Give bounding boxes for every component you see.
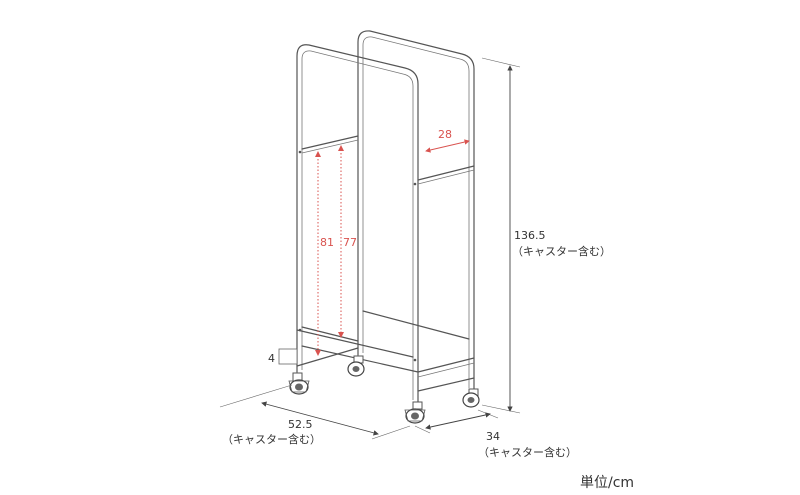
caster-rear-left (347, 355, 365, 377)
height-dimension: 136.5 （キャスター含む） (481, 57, 611, 414)
bottom-gap-label: 4 (268, 352, 275, 365)
bottom-gap-dimension: 4 (268, 348, 298, 365)
caster-front-left (288, 372, 310, 395)
base-shelf-front (417, 357, 475, 373)
width-value: 52.5 (288, 418, 313, 431)
base-bottom-front (417, 377, 475, 392)
base-rail-rear (362, 310, 470, 340)
depth-value: 34 (486, 430, 500, 443)
inner-height-inner-label: 77 (343, 236, 357, 249)
left-upper-crossbar (301, 135, 359, 150)
front-arch (296, 44, 419, 403)
rear-arch-inner (362, 36, 470, 388)
front-arch-inner (301, 50, 414, 400)
base-bottom-left (296, 347, 359, 367)
casters (288, 355, 480, 424)
depth-note: （キャスター含む） (478, 445, 577, 459)
width-note: （キャスター含む） (222, 432, 321, 446)
width-dimension: 52.5 （キャスター含む） (219, 384, 411, 446)
width-arrow (261, 401, 379, 436)
inner-width-arrow (425, 139, 470, 153)
left-lower-crossbar (301, 326, 359, 342)
height-note: （キャスター含む） (512, 244, 611, 258)
depth-arrow (425, 412, 491, 430)
caster-front-right (404, 401, 426, 424)
right-upper-crossbar (417, 165, 475, 181)
height-value: 136.5 (514, 229, 546, 242)
unit-label: 単位/cm (580, 475, 634, 491)
depth-dimension: 34 （キャスター含む） (414, 409, 577, 459)
caster-rear-right (462, 388, 480, 408)
inner-dimensions: 28 81 77 (315, 128, 470, 356)
base-rail-left (296, 329, 414, 358)
rear-arch (357, 30, 475, 391)
inner-height-outer-label: 81 (320, 236, 334, 249)
rack-frame (296, 30, 475, 403)
inner-width-label: 28 (438, 128, 452, 141)
